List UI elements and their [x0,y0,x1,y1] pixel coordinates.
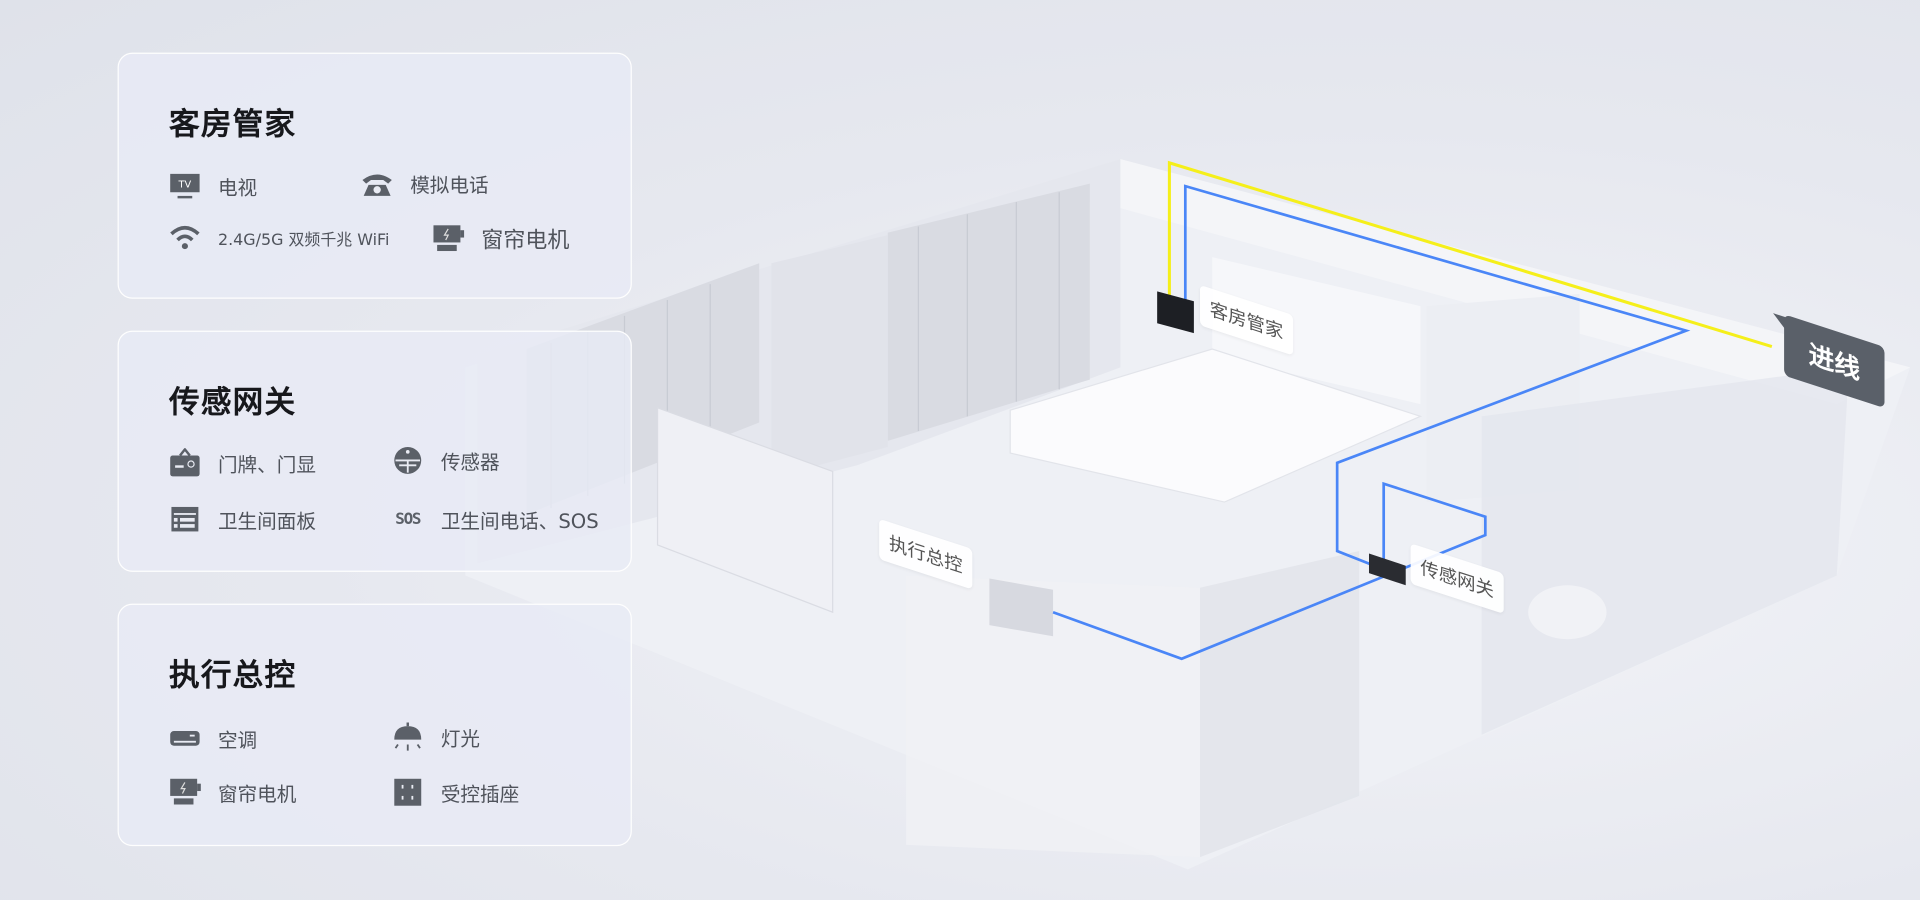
card-title: 客房管家 [168,106,297,143]
feature-label: 窗帘电机 [481,227,570,254]
curtain-motor-icon [432,225,465,252]
door [771,235,888,478]
feature-lighting: 灯光 [392,722,480,751]
feature-sos: SOS 卫生间电话、SOS [392,504,599,533]
feature-label: 卫生间面板 [217,509,316,533]
card-sensor-gateway: 传感网关 门牌、门显 传感器 卫生间面板 SOS 卫生间电话、SOS [117,330,632,572]
feature-label: 门牌、门显 [217,453,316,477]
feature-label: 窗帘电机 [217,782,297,806]
svg-text:TV: TV [178,179,192,190]
bathroom [1481,367,1849,735]
feature-air-conditioner: 空调 [169,724,257,753]
feature-door-sign: 门牌、门显 [169,448,316,477]
feature-label: 空调 [217,728,258,752]
wifi-icon [169,224,201,251]
signal-line-butler [1183,184,1691,569]
door-sign-icon [169,448,201,477]
feature-controlled-socket: 受控插座 [392,778,519,807]
card-title: 传感网关 [168,384,297,421]
feature-label: 卫生间电话、SOS [440,509,599,533]
feature-label: 灯光 [440,727,481,751]
card-execution-control: 执行总控 空调 灯光 窗帘电机 受控插座 [117,603,632,847]
sensor-icon [392,446,424,474]
socket-icon [392,778,424,806]
feature-telephone: 模拟电话 [361,169,489,198]
bathroom-panel-icon [169,506,201,533]
feature-label: 模拟电话 [410,173,489,198]
bed [1009,348,1423,503]
tv [656,406,834,614]
feature-curtain-motor: 窗帘电机 [169,778,296,807]
card-guest-room-butler: 客房管家 TV 电视 模拟电话 2.4G/5G 双频千兆 WiFi 窗帘电机 [117,52,632,299]
air-conditioner-icon [169,725,201,752]
tv-icon: TV [169,173,201,200]
butler-panel [1157,291,1194,334]
feature-tv: TV 电视 [169,171,257,200]
partition-side [1200,551,1360,858]
feature-label: 受控插座 [440,782,520,806]
feature-curtain-motor: 窗帘电机 [432,223,569,255]
lamp-icon [392,722,424,751]
controller-device [989,578,1054,637]
feature-sensor: 传感器 [392,446,500,475]
signal-line-controller [1052,481,1487,661]
front-partition [906,575,1201,858]
card-title: 执行总控 [168,657,297,694]
curtain-motor-icon [169,778,201,806]
feature-label: 电视 [217,176,258,200]
feature-bathroom-panel: 卫生间面板 [169,504,316,533]
telephone-icon [361,170,393,197]
feature-label: 传感器 [440,450,500,474]
feature-label: 2.4G/5G 双频千兆 WiFi [217,230,390,250]
feature-wifi: 2.4G/5G 双频千兆 WiFi [169,224,389,251]
gateway-device [1368,553,1406,586]
toilet [1528,585,1607,640]
power-line [1167,160,1773,348]
sos-icon: SOS [395,510,421,529]
